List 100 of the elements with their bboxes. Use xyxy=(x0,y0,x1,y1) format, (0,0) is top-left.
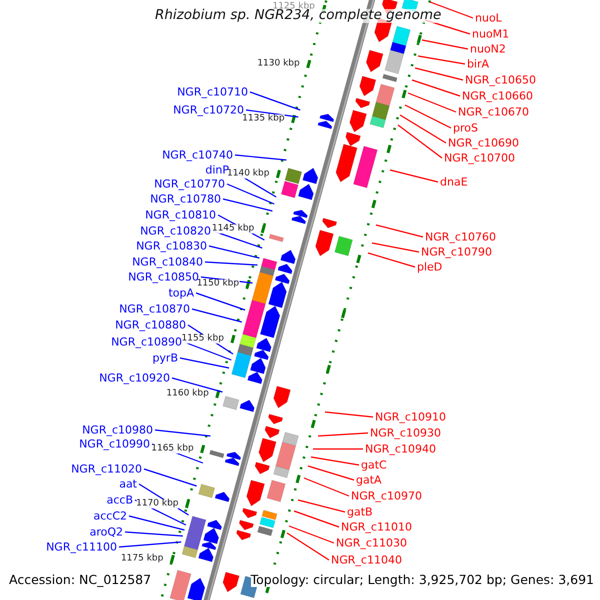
gene-label: NGR_c10850 xyxy=(128,272,199,282)
leader-line xyxy=(192,308,242,323)
leader-line xyxy=(294,510,340,528)
leader-line xyxy=(196,292,246,311)
scale-label: 1130 kbp xyxy=(257,60,300,68)
gene-label: NGR_c10770 xyxy=(154,178,225,190)
leader-line xyxy=(376,224,424,238)
leader-line xyxy=(418,55,466,65)
leader-line xyxy=(390,169,438,183)
leader-line xyxy=(128,515,185,531)
scale-label: 1135 kbp xyxy=(242,114,285,124)
gene-label: NGR_c10710 xyxy=(177,86,248,98)
leader-line xyxy=(250,91,300,111)
leader-line xyxy=(124,531,183,537)
gene-label: NGR_c10820 xyxy=(140,226,211,236)
gene-label: NGR_c10760 xyxy=(425,232,496,242)
leader-line xyxy=(414,67,464,81)
gene-label: NGR_c10690 xyxy=(448,138,519,148)
gene-label: NGR_c10700 xyxy=(444,152,515,164)
gene-label: pleD xyxy=(417,262,442,272)
gene-label: pyrB xyxy=(152,352,178,364)
gene-label: NGR_c10740 xyxy=(162,150,233,160)
leader-line xyxy=(412,79,460,97)
gene-label: dinP xyxy=(205,164,229,176)
gene-label: NGR_c10720 xyxy=(173,104,244,116)
gene-label: accB xyxy=(106,494,133,506)
gene-label: NGR_c11040 xyxy=(331,554,402,566)
leader-line xyxy=(368,252,416,268)
gene-label: NGR_c10880 xyxy=(115,320,186,330)
gene-label: gatA xyxy=(356,474,382,486)
gene-label: NGR_c10780 xyxy=(150,194,221,204)
leader-line xyxy=(226,183,275,205)
leader-line xyxy=(154,429,210,437)
gene-label: NGR_c10670 xyxy=(458,106,529,118)
gene-label: NGR_c11010 xyxy=(341,522,412,532)
leader-line xyxy=(234,154,286,161)
gene-label: accC2 xyxy=(93,510,127,522)
gene-label: aat xyxy=(119,478,137,490)
gene-label: birA xyxy=(467,58,490,70)
gene-label: NGR_c10660 xyxy=(462,90,533,102)
gene-label: NGR_c10980 xyxy=(82,424,153,436)
leader-line xyxy=(422,39,468,50)
gene-label: topA xyxy=(168,288,194,298)
leader-line xyxy=(288,525,334,544)
gene-label: NGR_c10910 xyxy=(375,412,446,422)
leader-line xyxy=(408,92,456,113)
leader-line xyxy=(398,124,442,158)
gene-label: NGR_c11100 xyxy=(46,542,117,552)
leader-line xyxy=(304,477,350,497)
leader-line xyxy=(144,468,197,487)
leader-line xyxy=(246,109,298,118)
gene-label: nuoM1 xyxy=(472,28,510,40)
gene-label: gatC xyxy=(361,460,387,470)
gene-label: NGR_c10970 xyxy=(351,490,422,502)
leader-line xyxy=(180,357,230,369)
gene-label: nuoN2 xyxy=(470,44,506,54)
gene-label: NGR_c10940 xyxy=(365,444,436,454)
leader-line xyxy=(310,456,360,466)
leader-line xyxy=(324,411,374,418)
gene-label: NGR_c10790 xyxy=(421,246,492,258)
gene-label: NGR_c10870 xyxy=(119,304,190,314)
gene-label: NGR_c10920 xyxy=(99,372,170,384)
gene-label: NGR_c10890 xyxy=(111,336,182,348)
scale-label: 1170 kbp xyxy=(136,500,178,508)
leader-line xyxy=(172,377,223,393)
gene-label: NGR_c11030 xyxy=(336,538,407,548)
scale-label: 1155 kbp xyxy=(182,334,224,344)
leader-line xyxy=(400,114,446,144)
gene-label: NGR_c10830 xyxy=(136,240,207,252)
leader-line xyxy=(222,198,273,212)
gene-label: NGR_c10930 xyxy=(370,428,441,438)
gene-label: NGR_c11020 xyxy=(71,464,142,474)
gene-label: NGR_c10810 xyxy=(145,210,216,220)
scale-label: 1140 kbp xyxy=(227,170,270,178)
leader-line xyxy=(208,245,260,259)
scale-label: 1145 kbp xyxy=(212,224,254,234)
scale-label: 1175 kbp xyxy=(120,554,164,564)
title: Rhizobium sp. NGR234, complete genome xyxy=(155,9,442,22)
scale-label: 1165 kbp xyxy=(151,444,194,454)
gene-label: dnaE xyxy=(440,176,468,188)
leader-line xyxy=(430,1,474,19)
gene-label: aroQ2 xyxy=(90,526,123,538)
gene-label: nuoL xyxy=(475,12,502,24)
gene-label: NGR_c10990 xyxy=(79,438,150,450)
gene-label: proS xyxy=(453,122,478,134)
leader-line xyxy=(404,104,452,129)
leader-line xyxy=(313,448,363,450)
gene-label: gatB xyxy=(347,506,373,518)
gene-label: NGR_c10840 xyxy=(132,256,203,268)
leader-line xyxy=(118,541,182,548)
leader-line xyxy=(204,261,258,266)
accession-text: Accession: NC_012587 xyxy=(9,574,152,586)
leader-line xyxy=(318,432,368,437)
leader-line xyxy=(372,242,420,253)
scale-label: 1150 kbp xyxy=(196,280,240,288)
gene-label: NGR_c10650 xyxy=(465,74,536,86)
leader-line xyxy=(308,465,354,481)
scale-label: 1160 kbp xyxy=(166,390,209,398)
leader-line xyxy=(286,532,330,560)
leader-line xyxy=(298,499,346,513)
